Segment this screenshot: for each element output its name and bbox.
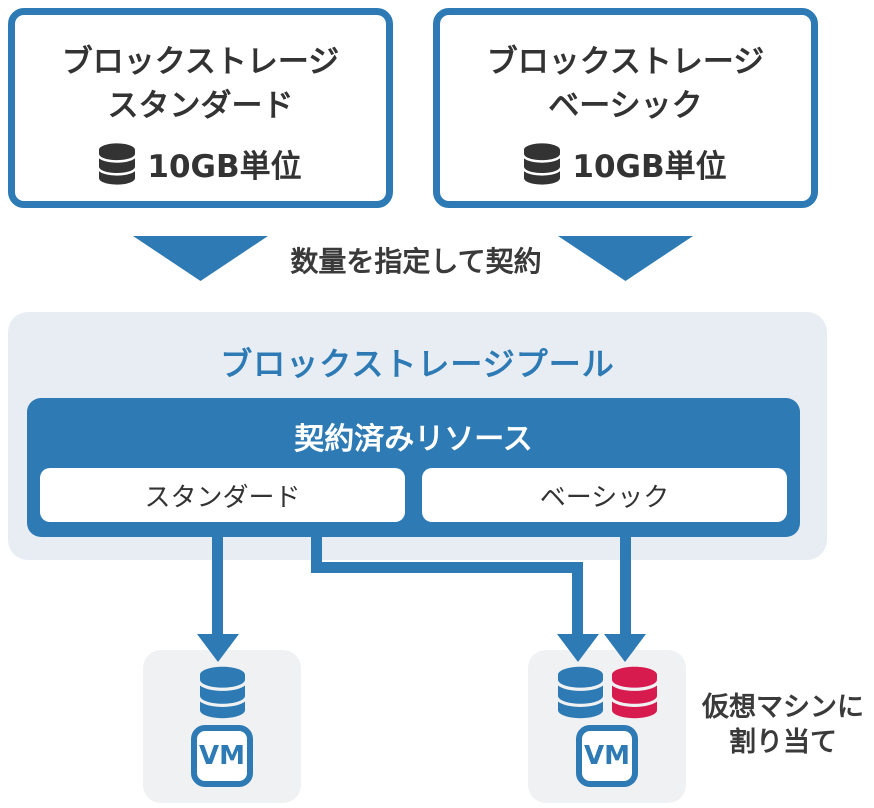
card-title-line1: ブロックストレージ [61, 44, 340, 80]
card-title-line1: ブロックストレージ [486, 44, 765, 80]
blue-database-icon [557, 666, 603, 719]
database-icon [524, 142, 561, 185]
contract-label: 数量を指定して契約 [290, 245, 542, 278]
connector-line-standard-vm2-v2 [572, 562, 583, 637]
contracted-resources-box: 契約済みリソース スタンダード ベーシック [27, 398, 800, 537]
unit-row: 10GB単位 [524, 141, 727, 186]
unit-label: 10GB単位 [147, 149, 302, 186]
card-block-storage-standard: ブロックストレージ スタンダード 10GB単位 [8, 8, 393, 208]
card-title: ブロックストレージ スタンダード [62, 40, 339, 128]
connector-line-basic-vm2 [620, 537, 631, 637]
database-icon [99, 142, 136, 185]
contracted-items: スタンダード ベーシック [40, 468, 787, 522]
contracted-resources-label: 契約済みリソース [294, 422, 533, 457]
vm-badge: VM [576, 725, 638, 787]
assign-label-line1: 仮想マシンに [702, 692, 864, 723]
arrow-down-icon [133, 236, 268, 281]
pool-item-basic: ベーシック [422, 468, 787, 522]
card-title: ブロックストレージ ベーシック [487, 40, 764, 128]
assign-label-line2: 割り当て [729, 727, 837, 759]
vm-card-mixed: VM [528, 650, 686, 803]
unit-label: 10GB単位 [572, 149, 727, 186]
assign-label: 仮想マシンに 割り当て [690, 690, 874, 760]
card-title-line2: ベーシック [548, 88, 703, 125]
pool-item-standard: スタンダード [40, 468, 405, 522]
connector-line-standard-vm2-h [311, 562, 583, 573]
disk-row [199, 666, 245, 719]
arrow-down-icon [558, 236, 693, 281]
disk-row [557, 666, 657, 719]
card-title-line2: スタンダード [107, 88, 294, 125]
connector-line-standard-vm2-v1 [311, 537, 322, 573]
unit-row: 10GB単位 [99, 141, 302, 186]
vm-badge: VM [191, 725, 253, 787]
blue-database-icon [199, 666, 245, 719]
connector-line-standard-vm1 [212, 537, 223, 637]
red-database-icon [611, 666, 657, 719]
pool-title: ブロックストレージプール [220, 345, 615, 383]
card-block-storage-basic: ブロックストレージ ベーシック 10GB単位 [433, 8, 818, 208]
block-storage-pool: ブロックストレージプール 契約済みリソース スタンダード ベーシック [8, 312, 827, 560]
vm-card-standard: VM [143, 650, 301, 803]
